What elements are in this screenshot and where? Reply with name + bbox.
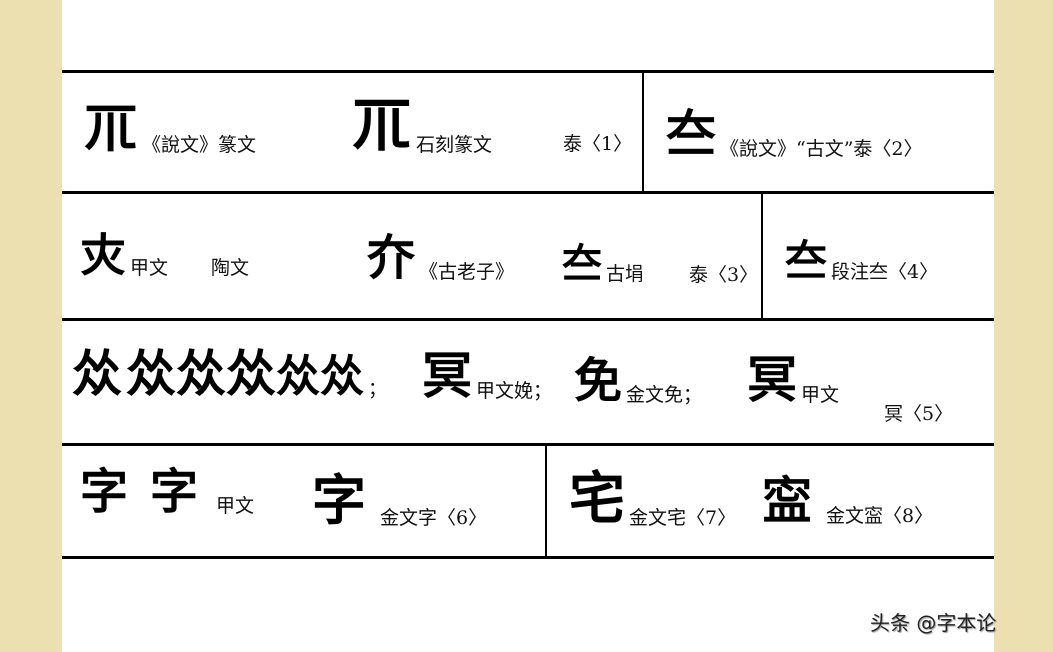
label-oracle: 甲文 (130, 259, 168, 278)
ancient-glyph-icon: 字 (312, 474, 366, 528)
ancient-glyph-icon: 𠈌 (226, 349, 276, 399)
ancient-glyph-icon: 𠈌 (320, 355, 364, 399)
label-oracle-ming: 甲文 (801, 386, 839, 405)
glyph-comparison-table: 𥘅 《說文》篆文 𥘅 石刻篆文 泰〈1〉 夳 《說文》“古文”泰〈2〉 𡗜 甲文 (62, 70, 994, 559)
watermark: 头条 @字本论 (870, 607, 996, 636)
item-guwen: 夳 《說文》“古文”泰〈2〉 (666, 109, 923, 159)
ancient-glyph-icon: 𠈌 (126, 349, 176, 399)
left-margin-panel (0, 0, 62, 652)
ancient-glyph-icon: 冥 (422, 351, 472, 401)
cell-mian: 𠈌 𠈌 𠈌 𠈌 𠈌 𠈌 ； 冥 甲文娩； 免 金文免； 冥 甲文 冥 (62, 321, 994, 446)
table-row-3: 𠈌 𠈌 𠈌 𠈌 𠈌 𠈌 ； 冥 甲文娩； 免 金文免； 冥 甲文 冥 (62, 318, 994, 446)
item-oracle: 𡗜 甲文 (80, 232, 168, 278)
label-pottery: 陶文 (211, 259, 249, 278)
ancient-glyph-icon: 𥘅 (352, 95, 412, 155)
table-row-1: 𥘅 《說文》篆文 𥘅 石刻篆文 泰〈1〉 夳 《說文》“古文”泰〈2〉 (62, 70, 994, 194)
label-semicolon: ； (368, 380, 387, 399)
cell-seal-script: 𥘅 《說文》篆文 𥘅 石刻篆文 泰〈1〉 (62, 73, 642, 194)
cell-zhai-ning: 宅 金文宅〈7〉 寍 金文寍〈8〉 (547, 446, 994, 556)
ancient-glyph-icon: 寍 (762, 476, 812, 526)
cell-zi: 字 字 甲文 字 金文字〈6〉 (62, 446, 545, 556)
item-ref-3: 泰〈3〉 (685, 266, 758, 285)
label-ref-5: 冥〈5〉 (884, 405, 953, 424)
label-ref-3: 泰〈3〉 (689, 266, 758, 285)
ancient-glyph-icon: 字 (150, 468, 198, 516)
label-bronze-zi: 金文字〈6〉 (380, 509, 487, 528)
label-ref-1: 泰〈1〉 (563, 135, 632, 154)
ancient-glyph-icon: 夰 (367, 234, 415, 282)
item-bronze-ning: 寍 金文寍〈8〉 (762, 476, 933, 526)
ancient-glyph-icon: 冥 (747, 355, 797, 405)
item-laozi: 夰 《古老子》 (367, 234, 514, 282)
cell-variants: 𡗜 甲文 𡘋 陶文 夰 《古老子》 夳 古埍 泰〈3〉 (62, 194, 761, 321)
item-pottery: 𡘋 陶文 (207, 234, 249, 278)
label-bronze-zhai: 金文宅〈7〉 (629, 509, 736, 528)
ancient-glyph-icon: 免 (574, 357, 622, 405)
item-oracle-ming: 冥 甲文 (747, 355, 839, 405)
item-ref-5: 冥〈5〉 (880, 405, 953, 424)
label-bronze-mian: 金文免； (626, 386, 702, 405)
ancient-glyph-icon: 𠈌 (72, 349, 126, 399)
ancient-glyph-icon: 𡗜 (80, 232, 126, 278)
label-shuowen-seal: 《說文》篆文 (142, 136, 256, 155)
ancient-glyph-icon: 夳 (785, 240, 827, 282)
item-bronze-zhai: 宅 金文宅〈7〉 (569, 472, 736, 528)
item-oracle-wan: 冥 甲文娩； (422, 351, 552, 401)
cell-duanzhu: 夳 段注夳〈4〉 (763, 194, 994, 321)
label-oracle-wan: 甲文娩； (476, 382, 552, 401)
table-row-4: 字 字 甲文 字 金文字〈6〉 宅 金文宅〈7〉 寍 金文寍〈8〉 (62, 443, 994, 559)
table-row-2: 𡗜 甲文 𡘋 陶文 夰 《古老子》 夳 古埍 泰〈3〉 夳 段注夳 (62, 191, 994, 321)
item-gu-xi: 夳 古埍 (562, 244, 644, 284)
ancient-glyph-icon: 字 (80, 468, 128, 516)
cell-guwen: 夳 《說文》“古文”泰〈2〉 (644, 73, 994, 194)
ancient-glyph-icon: 𠈌 (276, 355, 320, 399)
ancient-glyph-icon: 𠈌 (176, 349, 226, 399)
right-margin-panel (994, 0, 1053, 652)
label-stone-seal: 石刻篆文 (416, 136, 492, 155)
item-shuowen-seal: 𥘅 《說文》篆文 (84, 101, 256, 155)
ancient-glyph-icon: 夳 (666, 109, 716, 159)
item-ref-1: 泰〈1〉 (559, 135, 632, 154)
label-bronze-ning: 金文寍〈8〉 (826, 507, 933, 526)
ancient-glyph-icon: 𥘅 (84, 101, 138, 155)
item-oracle-zi: 字 字 甲文 (80, 468, 254, 516)
item-oracle-series: 𠈌 𠈌 𠈌 𠈌 𠈌 𠈌 ； (72, 349, 387, 399)
ancient-glyph-icon: 宅 (569, 472, 625, 528)
item-stone-seal: 𥘅 石刻篆文 (352, 95, 492, 155)
item-duanzhu: 夳 段注夳〈4〉 (785, 240, 938, 282)
label-gu-xi: 古埍 (606, 265, 644, 284)
item-bronze-mian: 免 金文免； (574, 357, 702, 405)
ancient-glyph-icon: 夳 (562, 244, 602, 284)
label-guwen: 《說文》“古文”泰〈2〉 (720, 140, 923, 159)
label-oracle-zi: 甲文 (216, 497, 254, 516)
label-duanzhu: 段注夳〈4〉 (831, 263, 938, 282)
label-laozi: 《古老子》 (419, 263, 514, 282)
item-bronze-zi: 字 金文字〈6〉 (312, 474, 487, 528)
